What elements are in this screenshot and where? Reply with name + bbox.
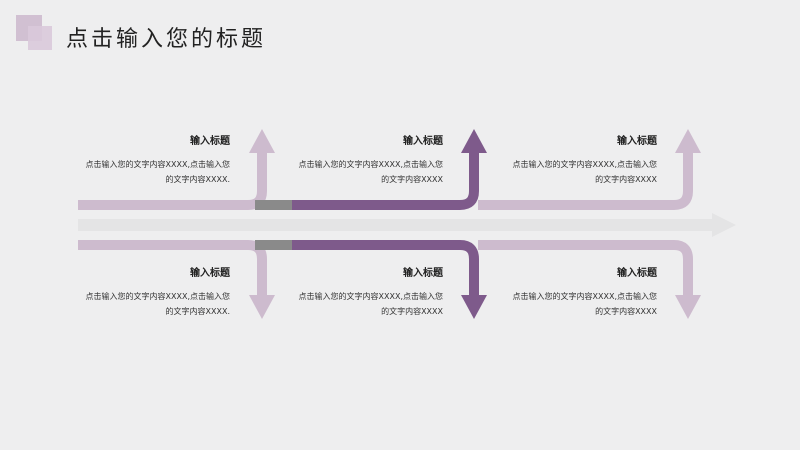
lower-heading-3[interactable]: 输入标题 [617,268,657,279]
lower-lane-3-arrowhead [675,295,701,319]
upper-heading-3[interactable]: 输入标题 [617,136,657,147]
logo-square-front [28,26,52,50]
upper-body-2-line2[interactable]: 的文字内容XXXX [381,175,443,184]
upper-lane-2-track [292,152,479,210]
lower-lane-2-arrowhead [461,295,487,319]
lower-body-3-line1[interactable]: 点击输入您的文字内容XXXX,点击输入您 [512,292,657,301]
upper-body-3-line1[interactable]: 点击输入您的文字内容XXXX,点击输入您 [512,160,657,169]
lower-heading-2[interactable]: 输入标题 [403,268,443,279]
upper-lane-3-arrowhead [675,129,701,153]
lower-lane-2-track [292,240,479,296]
lower-text-block-1: 输入标题 点击输入您的文字内容XXXX,点击输入您 的文字内容XXXX. [72,264,230,319]
lower-body-2-line1[interactable]: 点击输入您的文字内容XXXX,点击输入您 [298,292,443,301]
upper-lane-3-track [478,152,693,210]
lower-body-2-line2[interactable]: 的文字内容XXXX [381,307,443,316]
upper-text-block-2: 输入标题 点击输入您的文字内容XXXX,点击输入您 的文字内容XXXX [285,132,443,187]
lower-heading-1[interactable]: 输入标题 [190,268,230,279]
upper-body-1-line1[interactable]: 点击输入您的文字内容XXXX,点击输入您 [85,160,230,169]
upper-text-block-1: 输入标题 点击输入您的文字内容XXXX,点击输入您 的文字内容XXXX. [72,132,230,187]
upper-body-1-line2[interactable]: 的文字内容XXXX. [165,175,230,184]
main-arrow [78,213,736,237]
lower-text-block-3: 输入标题 点击输入您的文字内容XXXX,点击输入您 的文字内容XXXX [499,264,657,319]
upper-text-block-3: 输入标题 点击输入您的文字内容XXXX,点击输入您 的文字内容XXXX [499,132,657,187]
lower-lane-1-arrowhead [249,295,275,319]
lower-body-3-line2[interactable]: 的文字内容XXXX [595,307,657,316]
upper-heading-1[interactable]: 输入标题 [190,136,230,147]
upper-lane-2-arrowhead [461,129,487,153]
lower-body-1-line2[interactable]: 的文字内容XXXX. [165,307,230,316]
upper-heading-2[interactable]: 输入标题 [403,136,443,147]
page-title[interactable]: 点击输入您的标题 [66,27,267,52]
lower-text-block-2: 输入标题 点击输入您的文字内容XXXX,点击输入您 的文字内容XXXX [285,264,443,319]
lower-body-1-line1[interactable]: 点击输入您的文字内容XXXX,点击输入您 [85,292,230,301]
upper-body-3-line2[interactable]: 的文字内容XXXX [595,175,657,184]
upper-body-2-line1[interactable]: 点击输入您的文字内容XXXX,点击输入您 [298,160,443,169]
lower-lane-3-track [478,240,693,296]
upper-lane-1-arrowhead [249,129,275,153]
